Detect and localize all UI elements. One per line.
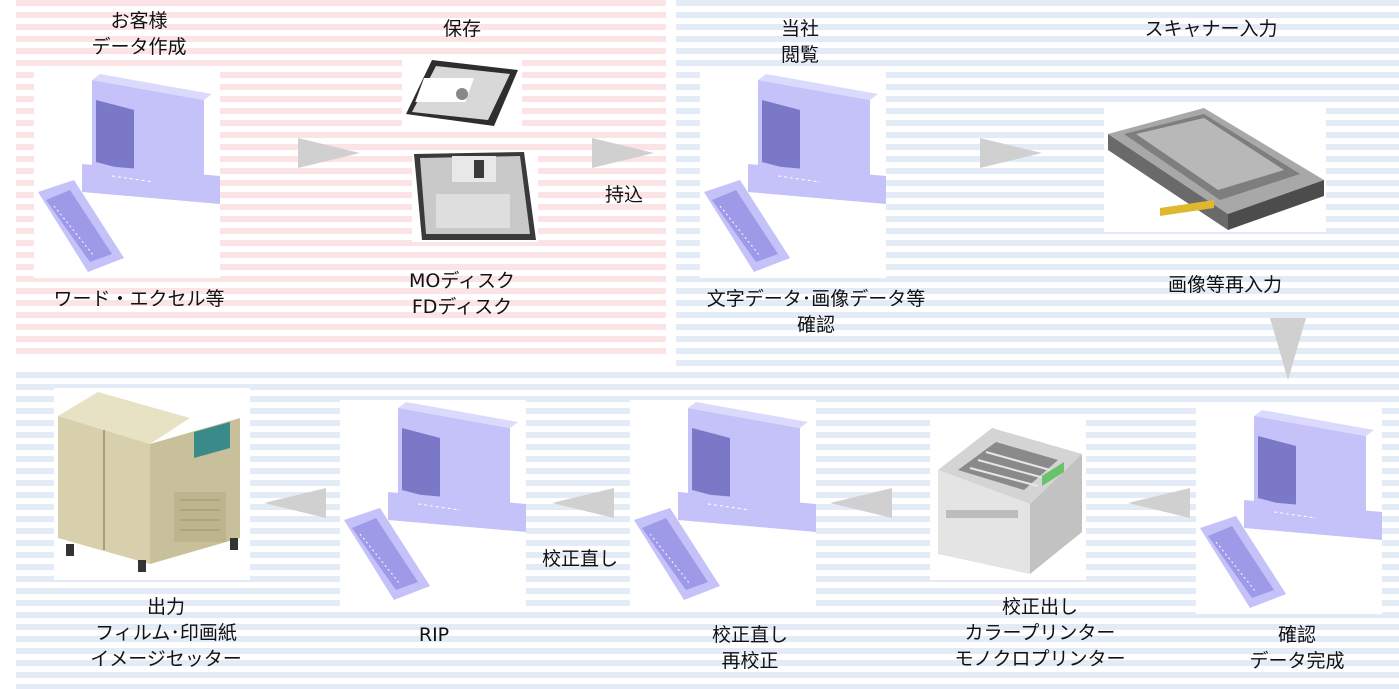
arrow-right-icon: [298, 138, 360, 168]
mo-disk-icon: [402, 56, 522, 128]
floppy-disk-icon: [412, 150, 538, 242]
arrow-right-icon: [980, 138, 1042, 168]
confirm-computer-icon: [1196, 408, 1382, 614]
storage-subtitle: MOディスク FDディスク: [408, 270, 516, 318]
correction-computer-icon: [630, 400, 816, 606]
printer-icon: [930, 414, 1086, 580]
scanner-title: スキャナー入力: [1144, 18, 1278, 40]
correction-label: 校正直し 再校正: [711, 624, 789, 672]
company-computer-icon: [700, 72, 886, 278]
confirm-label: 確認 データ完成: [1249, 624, 1345, 672]
customer-title: お客様 データ作成: [91, 10, 187, 58]
arrow-left-icon: [264, 488, 326, 518]
company-subtitle: 文字データ･画像データ等 確認: [706, 288, 926, 336]
proof-fix-label: 校正直し: [541, 548, 619, 570]
arrow-down-icon: [1270, 318, 1306, 380]
arrow-right-icon: [592, 138, 654, 168]
company-title: 当社 閲覧: [780, 18, 820, 66]
output-label: 出力 フィルム･印画紙 イメージセッター: [90, 596, 242, 670]
storage-title: 保存: [442, 18, 482, 40]
arrow-left-icon: [552, 488, 614, 518]
scanner-subtitle: 画像等再入力: [1167, 274, 1283, 296]
proof-print-label: 校正出し カラープリンター モノクロプリンター: [954, 596, 1126, 670]
customer-subtitle: ワード・エクセル等: [53, 288, 225, 310]
rip-label: RIP: [418, 624, 450, 646]
arrow-left-icon: [1128, 488, 1190, 518]
bring-in-label: 持込: [604, 184, 644, 206]
rip-computer-icon: [340, 400, 526, 606]
arrow-left-icon: [830, 488, 892, 518]
customer-computer-icon: [34, 72, 220, 278]
imagesetter-icon: [54, 388, 250, 580]
scanner-icon: [1104, 104, 1326, 232]
